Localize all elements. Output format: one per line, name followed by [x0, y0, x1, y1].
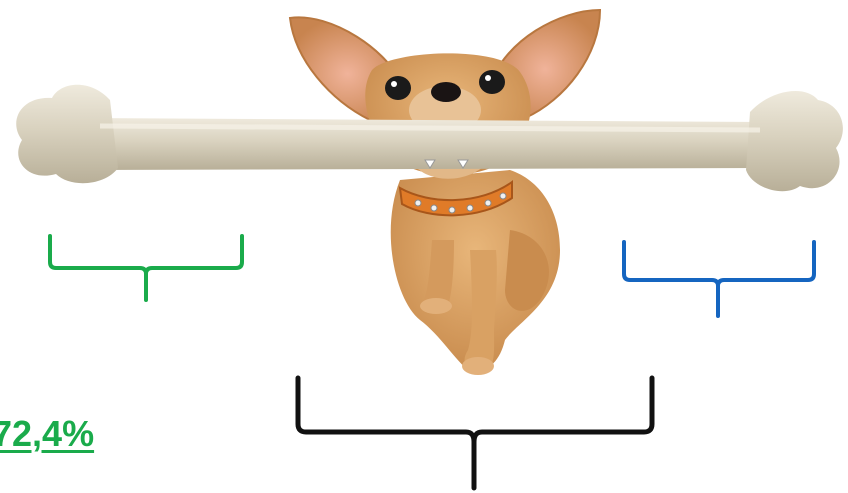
- dog-eye-right: [479, 70, 505, 94]
- dog-nose: [431, 82, 461, 102]
- brace-left-green: [50, 236, 242, 300]
- bone-end-left: [16, 85, 118, 183]
- bone-end-right: [746, 91, 843, 191]
- dog-paw-right: [462, 357, 494, 375]
- dog-paw-left: [420, 298, 452, 314]
- dog-eye-left: [385, 76, 411, 100]
- brace-right-blue: [624, 242, 814, 316]
- dog: [290, 10, 600, 375]
- percentage-label: 72,4%: [0, 414, 94, 454]
- brace-center-black: [298, 378, 652, 488]
